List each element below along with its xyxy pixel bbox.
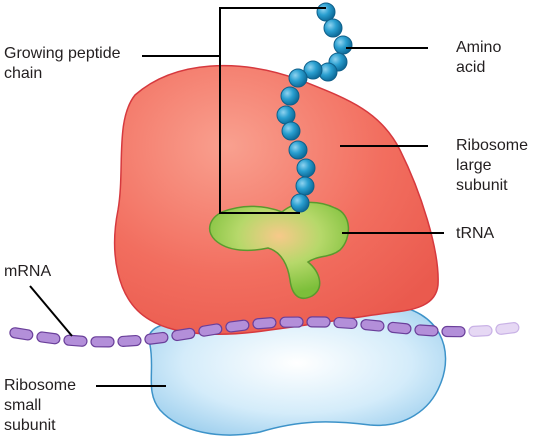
amino-acid — [288, 140, 308, 160]
amino-acid — [323, 18, 343, 38]
mrna-leader — [29, 285, 73, 337]
mrna-segment — [441, 325, 466, 338]
mrna-segment — [36, 331, 61, 345]
mrna-segment — [144, 331, 169, 345]
amino-acid — [288, 68, 308, 88]
mrna-segment — [90, 336, 115, 348]
leader-lines — [29, 7, 444, 387]
mrna-segment — [225, 319, 250, 333]
label-trna: tRNA — [456, 225, 495, 242]
mrna-segment — [333, 316, 358, 330]
peptide-chain-bracket — [219, 7, 326, 214]
amino-acid — [281, 121, 301, 141]
mrna-segment — [198, 323, 223, 337]
label-amino-acid: Amino acid — [456, 39, 506, 76]
mrna-segment — [414, 324, 439, 337]
mrna-segment — [306, 316, 331, 328]
mrna-segment — [468, 325, 493, 337]
label-ribosome-large-subunit: Ribosome large subunit — [456, 137, 532, 194]
label-growing-peptide-chain: Growing peptide chain — [4, 45, 125, 82]
peptide-chain — [276, 2, 353, 213]
mrna-segment — [387, 321, 412, 335]
mrna-segment — [9, 327, 34, 341]
amino-acid — [295, 176, 315, 196]
label-mrna: mRNA — [4, 263, 51, 280]
amino-acid — [290, 193, 310, 213]
mrna-segment — [495, 322, 520, 335]
label-ribosome-small-subunit: Ribosome small subunit — [4, 377, 80, 434]
mrna-segment — [171, 327, 196, 342]
mrna-segment — [117, 334, 142, 348]
amino-acid — [280, 86, 300, 106]
amino-acid — [296, 158, 316, 178]
mrna-segment — [63, 334, 88, 347]
amino-acid — [276, 105, 296, 125]
ribosome-large-subunit — [113, 64, 439, 336]
mrna-segment — [252, 317, 277, 330]
amino-acid — [316, 2, 336, 22]
mrna-segment — [360, 319, 385, 332]
mrna-strand — [9, 316, 520, 348]
amino-acid — [303, 60, 323, 80]
amino-acid — [333, 35, 353, 55]
mrna-segment — [279, 316, 304, 328]
